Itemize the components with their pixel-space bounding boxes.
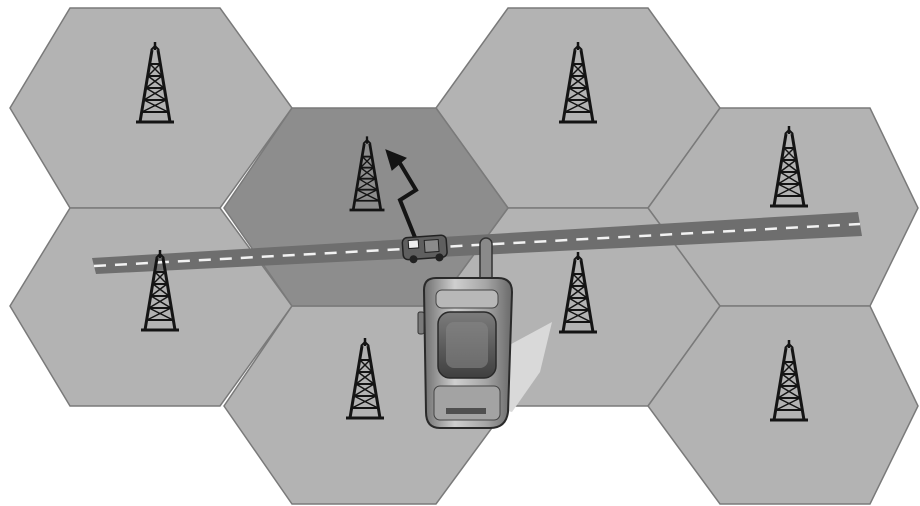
cellular-network-diagram [0,0,920,506]
